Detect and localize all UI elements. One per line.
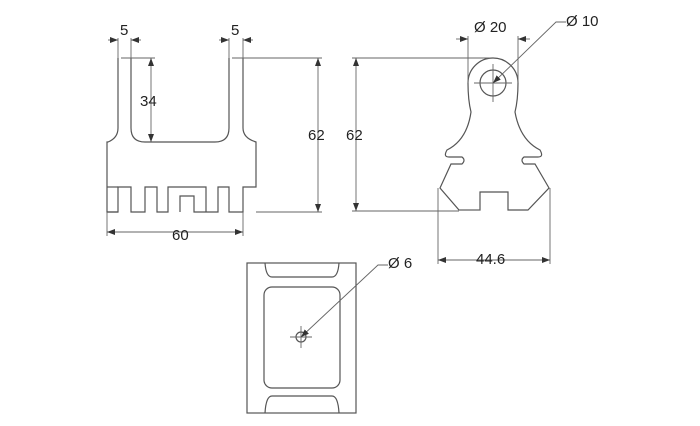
dim-hole-diameter-bottom: Ø 6 [388,255,412,272]
dim-base-width: 44.6 [476,251,505,268]
bottom-view-top-recess [264,262,340,278]
dim-slot-depth: 34 [140,93,157,110]
bottom-view-bottom-recess [264,395,340,414]
bottom-view-outline [246,262,357,414]
front-view-outline [106,58,257,213]
dim-height-front: 62 [308,127,325,144]
dim-prong-left: 5 [120,22,128,39]
side-view-outline [439,57,550,211]
dim-height-side: 62 [346,127,363,144]
leader-line [492,21,566,84]
bottom-view: Ø 6 [246,255,412,414]
dim-width-front: 60 [172,227,189,244]
bottom-view-pocket [263,286,341,389]
dim-hole-diameter: Ø 10 [566,13,599,30]
side-view: Ø 20 Ø 10 62 44.6 [346,13,599,268]
dim-prong-right: 5 [231,22,239,39]
front-view: 5 5 34 62 60 [106,22,325,244]
dim-boss-diameter: Ø 20 [474,19,507,36]
front-view-inner-slot [130,58,230,143]
leader-line [300,264,388,338]
